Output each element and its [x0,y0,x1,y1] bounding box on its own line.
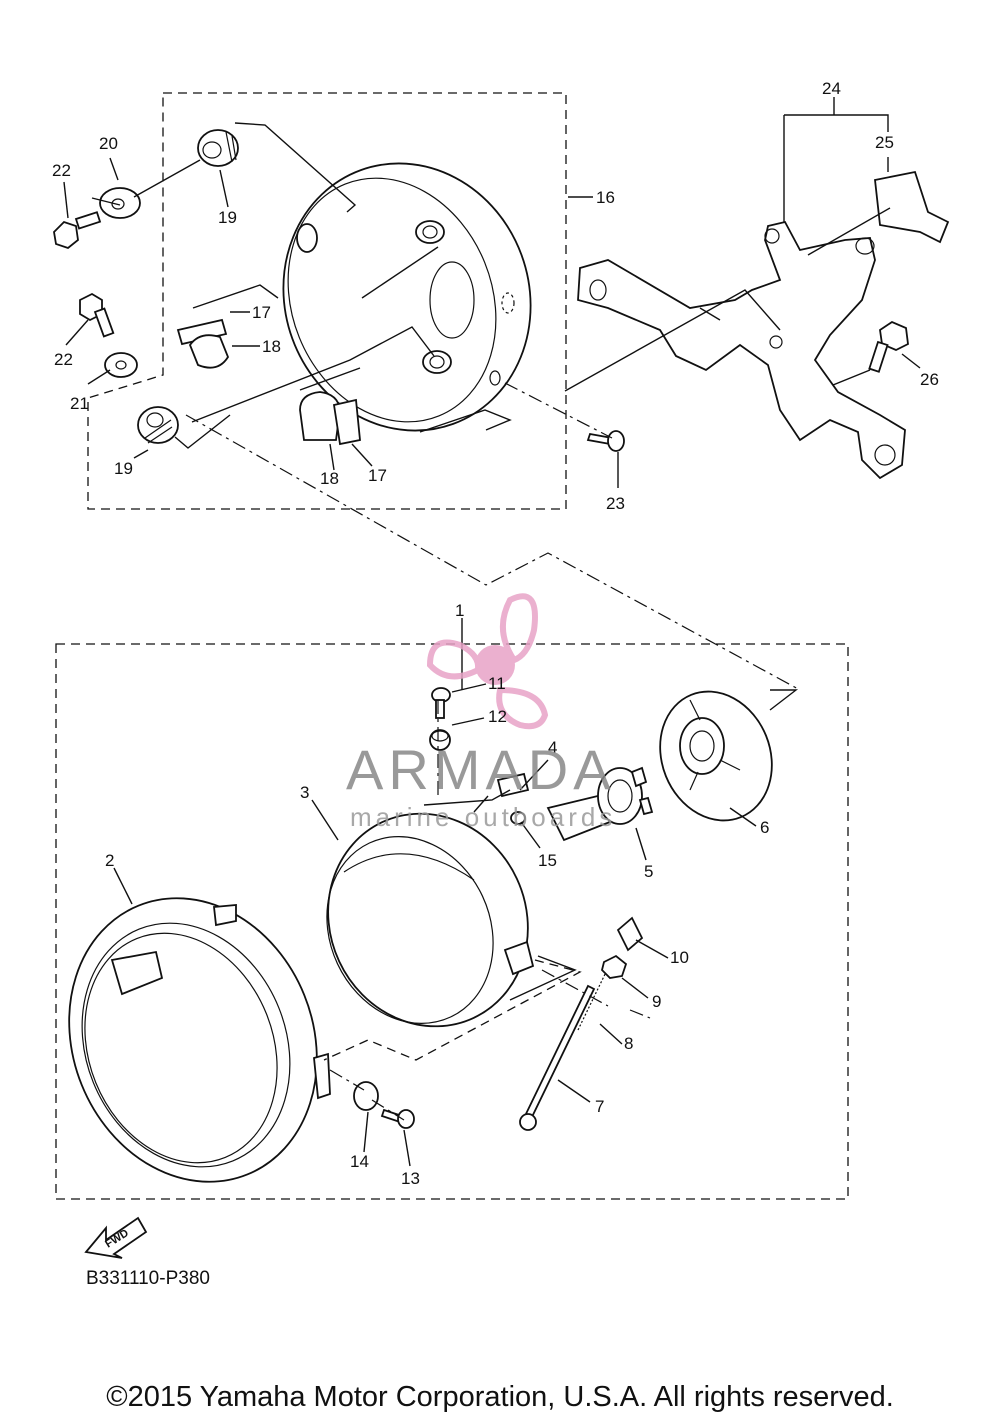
callout-17b: 17 [368,466,387,485]
fwd-arrow-icon: FWD [84,1216,148,1259]
copyright-notice: ©2015 Yamaha Motor Corporation, U.S.A. A… [106,1381,894,1413]
clip-17-top [176,318,228,346]
collar-10 [616,916,644,952]
headlight-rim [68,897,331,1183]
collar-21 [104,352,138,378]
callout-21: 21 [70,394,89,413]
callout-22a: 22 [52,161,71,180]
callout-20: 20 [99,134,118,153]
callout-18a: 18 [262,337,281,356]
diagram-code: B331110-P380 [86,1268,210,1289]
callout-8: 8 [624,1034,633,1053]
headlight-bracket [577,220,906,480]
clip-17-bottom [332,398,361,446]
headlight-unit [326,812,535,1028]
screw-13 [380,1108,415,1129]
bulb-cover-6 [659,690,773,822]
callout-12: 12 [488,707,507,726]
item-15 [510,811,526,825]
callout-2: 2 [105,851,114,870]
callout-leaders [63,97,921,1167]
watermark-brand: ARMADA [346,738,616,801]
bolt-26 [868,320,909,373]
callout-labels: 1 2 3 4 5 6 7 8 9 10 11 12 13 14 15 16 1… [52,79,939,1188]
callout-16: 16 [596,188,615,207]
callout-4: 4 [548,738,557,757]
callout-26: 26 [920,370,939,389]
bulb-5 [546,766,654,842]
watermark-subtitle: marine outboards [350,802,617,832]
callout-9: 9 [652,992,661,1011]
callout-10: 10 [670,948,689,967]
bolt-22-mid [79,292,115,338]
callout-6: 6 [760,818,769,837]
callout-17a: 17 [252,303,271,322]
callout-18b: 18 [320,469,339,488]
group-box-16 [87,92,567,510]
grommet-19-bottom [137,406,179,444]
callout-11: 11 [488,674,506,693]
nut-9 [601,954,628,979]
callout-14: 14 [350,1152,369,1171]
callout-13: 13 [401,1169,420,1188]
grommet-14 [353,1081,379,1111]
collar-20 [99,159,201,219]
callout-25: 25 [875,133,894,152]
screw-23 [586,430,625,452]
callout-15: 15 [538,851,557,870]
callout-1: 1 [455,601,464,620]
callout-23: 23 [606,494,625,513]
screw-11 [431,687,451,719]
grommet-19-top [197,129,239,167]
item-4 [496,772,530,798]
headlight-housing [282,162,532,432]
callout-19b: 19 [114,459,133,478]
adjust-screw-7 [519,984,596,1131]
callout-19a: 19 [218,208,237,227]
leader-lines [91,122,891,1121]
callout-5: 5 [644,862,653,881]
callout-7: 7 [595,1097,604,1116]
clamp-18-top [188,334,230,369]
callout-3: 3 [300,783,309,802]
callout-22b: 22 [54,350,73,369]
clamp-18-bottom [299,391,341,441]
plate-25 [874,170,950,244]
callout-24: 24 [822,79,841,98]
grommet-12 [429,729,451,751]
watermark-logo-icon [426,593,549,730]
spring-8 [577,967,609,1031]
bolt-22-top [53,211,102,250]
